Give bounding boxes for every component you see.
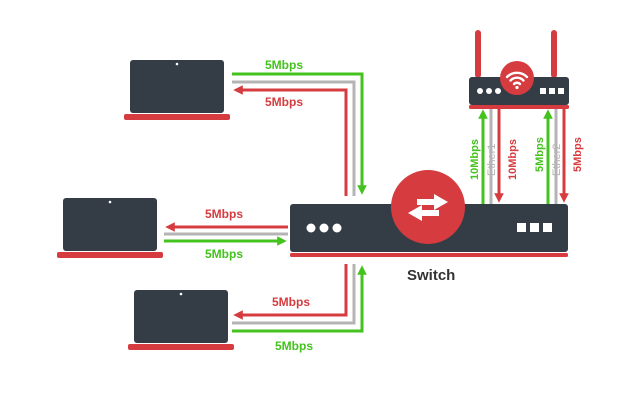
- status-led: [486, 88, 492, 94]
- link-ether2: 5Mbps Ether2 5Mbps: [534, 108, 584, 204]
- status-led: [495, 88, 501, 94]
- router-antenna: [551, 30, 557, 78]
- upload-arrow-line: [232, 72, 367, 195]
- download-arrow-line: [233, 264, 348, 320]
- port-square: [549, 88, 555, 94]
- laptop-screen: [63, 198, 157, 251]
- bottom-laptop-download-label: 5Mbps: [272, 295, 310, 309]
- laptop-camera: [108, 200, 112, 204]
- status-led: [319, 223, 329, 233]
- switch-base-strip: [290, 253, 568, 257]
- download-arrow-line: [233, 85, 348, 196]
- laptop-top: [124, 60, 230, 120]
- top-laptop-upload-label: 5Mbps: [265, 58, 303, 72]
- switch-device: Switch: [290, 170, 568, 284]
- laptop-base: [128, 344, 234, 350]
- ether2-download-label: 5Mbps: [572, 137, 584, 172]
- gray-cable-line: [232, 264, 356, 325]
- status-led: [306, 223, 316, 233]
- router-antenna: [475, 30, 481, 78]
- laptop-bottom: [128, 290, 234, 350]
- link-laptop-bottom: 5Mbps 5Mbps: [232, 264, 367, 353]
- status-led: [477, 88, 483, 94]
- laptop-base: [57, 252, 163, 258]
- laptop-screen: [130, 60, 224, 113]
- link-laptop-left: 5Mbps 5Mbps: [164, 207, 288, 261]
- laptop-left: [57, 198, 163, 258]
- ether2-upload-label: 5Mbps: [534, 137, 546, 172]
- ether1-download-label: 10Mbps: [507, 139, 519, 180]
- ether1-upload-label: 10Mbps: [469, 139, 481, 180]
- status-led: [332, 223, 342, 233]
- port-square: [558, 88, 564, 94]
- router-base-strip: [469, 105, 569, 109]
- port-square: [543, 223, 552, 232]
- link-ether1: 10Mbps Ether1 10Mbps: [469, 108, 519, 204]
- laptop-camera: [175, 62, 179, 66]
- laptop-screen: [134, 290, 228, 343]
- router-device: [469, 30, 569, 109]
- wifi-icon: [500, 61, 534, 95]
- laptop-base: [124, 114, 230, 120]
- upload-arrow-line: [232, 265, 367, 333]
- top-laptop-download-label: 5Mbps: [265, 95, 303, 109]
- port-square: [530, 223, 539, 232]
- link-laptop-top: 5Mbps 5Mbps: [232, 58, 367, 196]
- bottom-laptop-upload-label: 5Mbps: [275, 339, 313, 353]
- bidirectional-arrows-icon: [391, 170, 465, 244]
- ether1-port-label: Ether1: [486, 144, 498, 176]
- ether2-port-label: Ether2: [551, 144, 563, 176]
- laptop-camera: [179, 292, 183, 296]
- port-square: [540, 88, 546, 94]
- gray-cable-line: [232, 80, 356, 196]
- switch-label: Switch: [407, 267, 455, 284]
- left-laptop-download-label: 5Mbps: [205, 207, 243, 221]
- port-square: [517, 223, 526, 232]
- left-laptop-upload-label: 5Mbps: [205, 247, 243, 261]
